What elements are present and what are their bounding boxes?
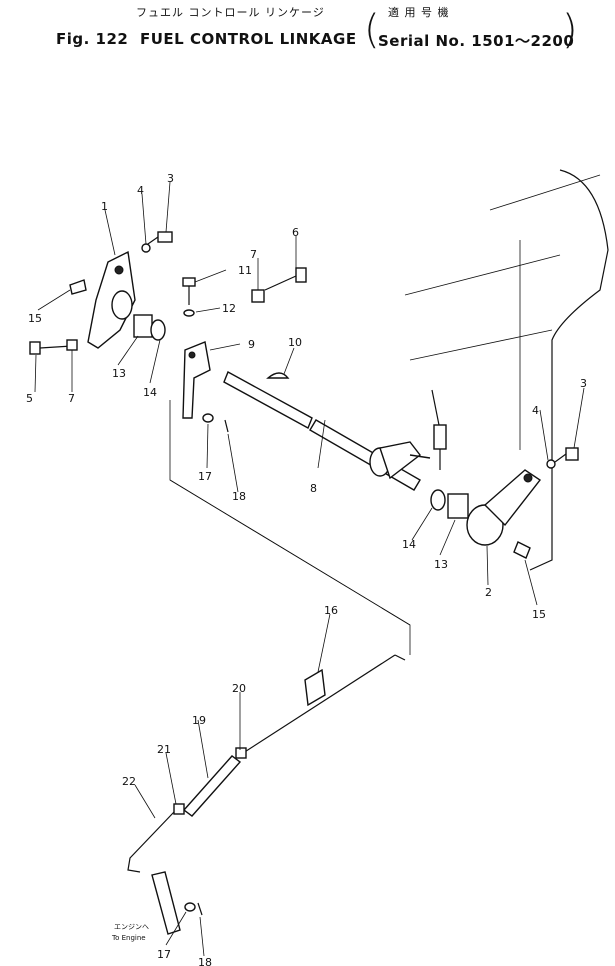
- callout-13-left: 13: [112, 367, 126, 380]
- figure-title: FUEL CONTROL LINKAGE: [140, 30, 357, 48]
- figure-number: Fig. 122: [56, 30, 129, 48]
- callout-8: 8: [310, 482, 317, 495]
- leader-lines: [34, 181, 585, 957]
- lever-9: [182, 341, 211, 419]
- grease-fitting-15-right: [513, 541, 531, 559]
- key-10: [266, 372, 290, 379]
- callout-16: 16: [324, 604, 338, 617]
- pin-18-lower: [197, 902, 203, 916]
- rod-16: [239, 654, 406, 756]
- washer-4-right: [546, 459, 556, 469]
- japanese-title: フュエル コントロール リンケージ: [136, 6, 325, 19]
- bushing-13-left: [133, 314, 153, 338]
- washer-17-lower: [184, 902, 196, 912]
- bolt-3-right: [554, 447, 579, 463]
- callout-13-right: 13: [434, 558, 448, 571]
- callout-15-right: 15: [532, 608, 546, 621]
- nut-20: [235, 747, 247, 759]
- callout-22: 22: [122, 775, 136, 788]
- lever-2: [466, 469, 542, 546]
- washer-12: [183, 309, 195, 317]
- callout-2: 2: [485, 586, 492, 599]
- pin-18-upper: [224, 419, 229, 433]
- callout-14-right: 14: [402, 538, 416, 551]
- callout-21: 21: [157, 743, 171, 756]
- figure-header: フュエル コントロール リンケージ 適 用 号 機 Fig. 122 FUEL …: [0, 0, 615, 60]
- shaft-8: [223, 371, 431, 491]
- callout-14-left: 14: [143, 386, 157, 399]
- callout-4-left: 4: [137, 184, 144, 197]
- callout-11: 11: [238, 264, 252, 277]
- rod-22: [127, 811, 175, 873]
- engine-note-jp: エンジンへ: [114, 923, 149, 931]
- callout-20: 20: [232, 682, 246, 695]
- bolt-5: [29, 341, 73, 355]
- bolt-11: [182, 277, 196, 305]
- right-paren: ): [562, 7, 578, 53]
- engine-note-en: To Engine: [111, 934, 146, 942]
- serial-range: Serial No. 1501～2200: [378, 32, 575, 50]
- washer-17-upper: [202, 413, 214, 423]
- callout-15-left: 15: [28, 312, 42, 325]
- callout-7-lower: 7: [68, 392, 75, 405]
- nut-7-right: [251, 289, 265, 303]
- callout-9: 9: [248, 338, 255, 351]
- callout-6: 6: [292, 226, 299, 239]
- engine-housing-outline: [404, 169, 609, 571]
- callout-12: 12: [222, 302, 236, 315]
- bolt-6: [264, 267, 307, 291]
- callout-5: 5: [26, 392, 33, 405]
- turnbuckle-19: [182, 755, 242, 817]
- callout-18-lower: 18: [198, 956, 212, 966]
- clevis-lower: [151, 871, 181, 935]
- callout-7-upper: 7: [250, 248, 257, 261]
- callout-17-upper: 17: [198, 470, 212, 483]
- callout-19: 19: [192, 714, 206, 727]
- nut-7-left: [66, 339, 78, 351]
- bushing-13-right: [447, 493, 469, 519]
- callout-18-upper: 18: [232, 490, 246, 503]
- japanese-serial-label: 適 用 号 機: [388, 6, 450, 19]
- grease-fitting-15-left: [69, 279, 87, 295]
- callout-17-lower: 17: [157, 948, 171, 961]
- left-paren: (: [364, 7, 380, 53]
- cable-end: [433, 424, 447, 450]
- assembly-boundary-lines: [169, 400, 411, 655]
- lever-bracket-1: [87, 250, 136, 349]
- callout-1: 1: [101, 200, 108, 213]
- callout-3-right: 3: [580, 377, 587, 390]
- callout-4-right: 4: [532, 404, 539, 417]
- bolt-3-left: [144, 231, 173, 247]
- callout-3-left: 3: [167, 172, 174, 185]
- nut-21: [173, 803, 185, 815]
- callout-10: 10: [288, 336, 302, 349]
- seal-14-left: [150, 319, 166, 341]
- seal-14-right: [430, 489, 446, 511]
- washer-4-left: [141, 243, 151, 253]
